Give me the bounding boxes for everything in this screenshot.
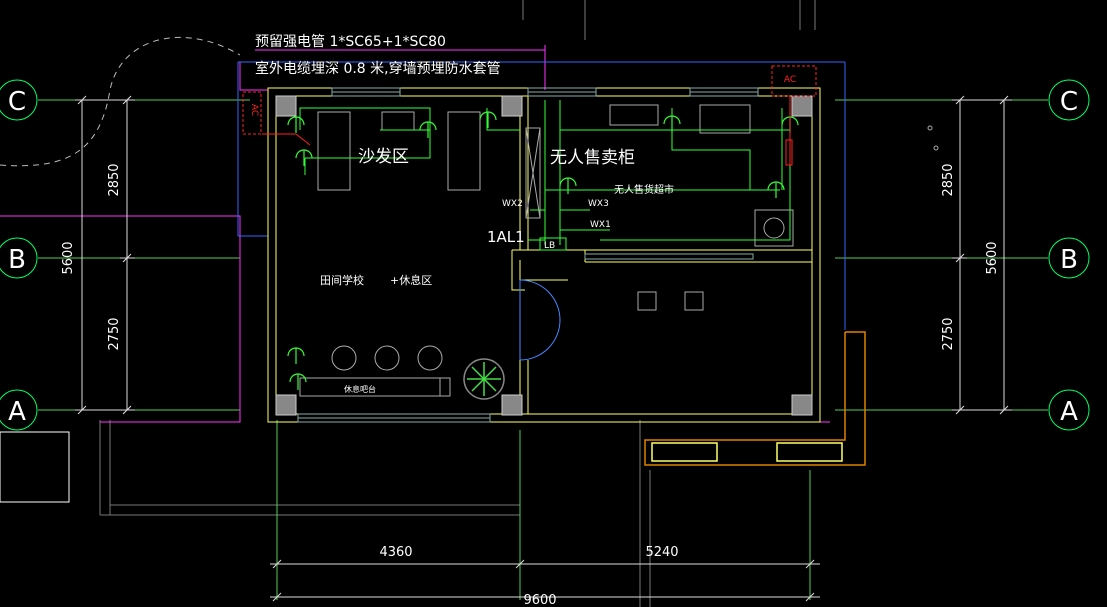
dim-left-total: 5600 xyxy=(61,241,76,274)
dimension-lines-right xyxy=(952,95,1012,415)
dim-left-lower: 2750 xyxy=(107,317,122,350)
grid-bubble-right-b: B xyxy=(1048,237,1090,279)
dashed-arc xyxy=(0,36,241,167)
circuit-label-wx3: WX3 xyxy=(588,199,609,209)
dim-right-total: 5600 xyxy=(985,241,1000,274)
ac-units xyxy=(242,65,817,166)
dim-bottom-total: 9600 xyxy=(523,593,556,607)
dim-left-upper: 2850 xyxy=(107,163,122,196)
grid-label-left-a: A xyxy=(8,397,26,427)
grid-bubbles-left: C B A xyxy=(0,79,38,431)
note-power-conduit: 预留强电管 1*SC65+1*SC80 xyxy=(255,34,446,50)
room-label-rest: +休息区 xyxy=(390,273,432,287)
room-label-school: 田间学校 xyxy=(320,273,364,287)
outdoor-counter xyxy=(644,331,866,466)
plant-icon xyxy=(463,358,505,400)
room-label-supermarket: 无人售货超市 xyxy=(614,183,674,196)
structural-columns xyxy=(275,95,813,416)
dimension-lines-bottom xyxy=(270,559,820,602)
grid-label-right-b: B xyxy=(1060,245,1078,275)
room-label-sofa: 沙发区 xyxy=(358,147,409,167)
furniture xyxy=(299,104,939,397)
note-cable-depth: 室外电缆埋深 0.8 米,穿墙预埋防水套管 xyxy=(255,60,501,77)
windows xyxy=(297,87,759,423)
grid-axis-lines xyxy=(38,99,1048,600)
room-label-bar: 休息吧台 xyxy=(344,384,376,394)
panel-label-1al1: 1AL1 xyxy=(487,228,525,246)
dim-bottom-right: 5240 xyxy=(645,545,678,560)
dim-right-lower: 2750 xyxy=(941,317,956,350)
circuit-label-wx1: WX1 xyxy=(590,220,611,230)
grid-bubble-right-a: A xyxy=(1048,389,1090,431)
grid-bubble-left-a: A xyxy=(0,389,38,431)
grid-label-left-c: C xyxy=(8,87,26,117)
electrical-wiring xyxy=(299,100,791,251)
dimension-lines-left xyxy=(75,95,135,415)
dim-right-upper: 2850 xyxy=(941,163,956,196)
entrance-door xyxy=(519,279,561,361)
grid-bubble-left-b: B xyxy=(0,237,38,279)
grid-bubble-right-c: C xyxy=(1048,79,1090,121)
ac-label-right: AC xyxy=(784,75,796,85)
grid-bubble-left-c: C xyxy=(0,79,38,121)
dim-bottom-left: 4360 xyxy=(379,545,412,560)
grid-label-right-a: A xyxy=(1060,397,1078,427)
blue-outline xyxy=(237,61,846,330)
grid-label-right-c: C xyxy=(1060,87,1078,117)
grid-bubbles-right: C B A xyxy=(1048,79,1090,431)
panel-label-lb: LB xyxy=(544,241,555,251)
circuit-label-wx2: WX2 xyxy=(502,199,523,209)
background-reference-lines xyxy=(0,0,816,607)
room-label-vending: 无人售卖柜 xyxy=(550,148,635,168)
grid-label-left-b: B xyxy=(8,245,26,275)
ac-label-left: AC xyxy=(249,104,259,116)
electrical-fixtures xyxy=(287,111,799,390)
